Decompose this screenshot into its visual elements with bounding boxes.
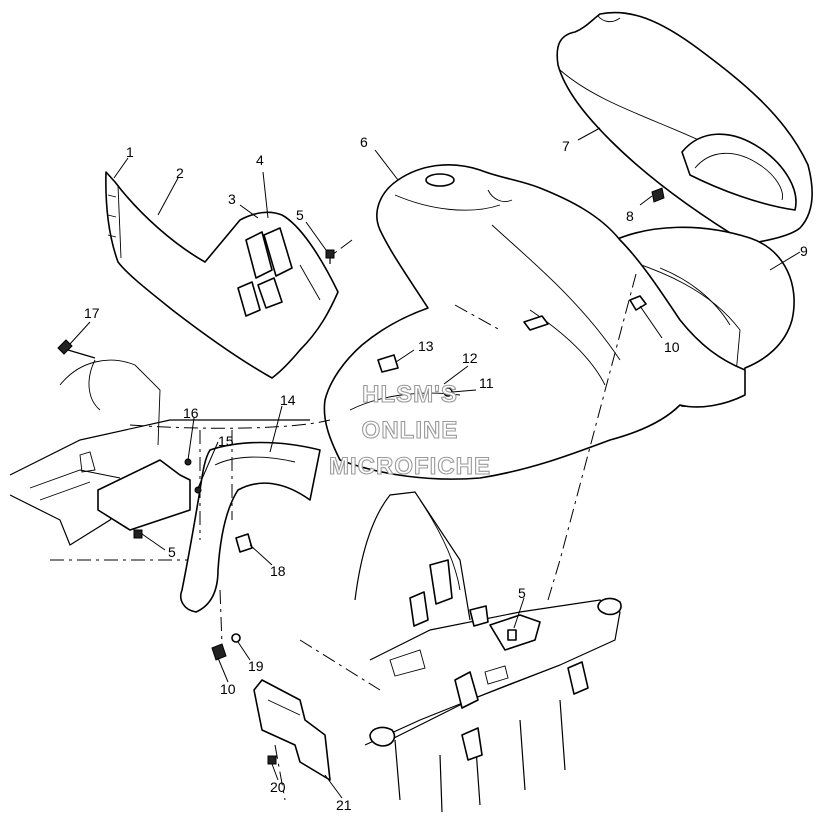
frame-structure <box>354 491 622 813</box>
callout-5-frame[interactable]: 5 <box>518 585 526 601</box>
alignment-centerlines <box>199 239 637 801</box>
screw-5-frame-icon <box>507 629 517 641</box>
clip-13-icon <box>377 354 399 373</box>
callout-16[interactable]: 16 <box>183 405 199 421</box>
leader-lines <box>69 127 801 799</box>
callout-7[interactable]: 7 <box>562 138 570 154</box>
watermark: HLSM'S ONLINE MICROFICHE <box>328 380 491 480</box>
callout-2[interactable]: 2 <box>176 165 184 181</box>
callout-4[interactable]: 4 <box>256 152 264 168</box>
screw-20-icon <box>267 755 277 765</box>
callout-19[interactable]: 19 <box>248 658 264 674</box>
callout-labels: 1 2 3 4 5 6 7 8 9 10 11 12 13 14 15 16 1… <box>84 134 808 813</box>
callout-14[interactable]: 14 <box>280 392 296 408</box>
watermark-line-1: HLSM'S <box>362 381 458 408</box>
callout-10-fender[interactable]: 10 <box>664 339 680 355</box>
callout-10-lower[interactable]: 10 <box>220 681 236 697</box>
nut-10-lower-icon <box>211 643 227 661</box>
footwell-structure <box>9 359 331 561</box>
watermark-line-2: ONLINE <box>362 417 459 444</box>
callout-5-panel[interactable]: 5 <box>296 207 304 223</box>
bolt-17-shank <box>67 349 96 359</box>
callout-3[interactable]: 3 <box>228 191 236 207</box>
seat-part-7[interactable] <box>556 11 813 245</box>
callout-5-lower[interactable]: 5 <box>168 544 176 560</box>
callout-20[interactable]: 20 <box>270 779 286 795</box>
bolt-17-icon <box>57 339 73 355</box>
callout-6[interactable]: 6 <box>360 134 368 150</box>
front-fender-part-6[interactable] <box>323 164 746 480</box>
callout-8[interactable]: 8 <box>626 208 634 224</box>
callout-13[interactable]: 13 <box>418 338 434 354</box>
clip-8-icon <box>651 187 665 203</box>
callout-17[interactable]: 17 <box>84 305 100 321</box>
clip-18-icon <box>235 533 253 553</box>
callout-18[interactable]: 18 <box>270 563 286 579</box>
callout-9[interactable]: 9 <box>800 243 808 259</box>
callout-15[interactable]: 15 <box>218 433 234 449</box>
screw-5-lower-icon <box>133 529 143 539</box>
callout-11[interactable]: 11 <box>479 375 494 391</box>
side-panel-part-2[interactable] <box>105 171 339 379</box>
fasteners <box>57 187 665 765</box>
callout-21[interactable]: 21 <box>336 797 352 813</box>
watermark-line-3: MICROFICHE <box>329 453 491 480</box>
callout-1[interactable]: 1 <box>126 144 134 160</box>
screw-5-icon <box>325 249 335 259</box>
mud-flap-part-21[interactable] <box>253 679 331 781</box>
callout-12[interactable]: 12 <box>462 350 478 366</box>
fender-flare-part-14[interactable] <box>180 441 321 613</box>
washer-19-icon <box>231 633 241 643</box>
nut-10-icon <box>629 295 647 311</box>
